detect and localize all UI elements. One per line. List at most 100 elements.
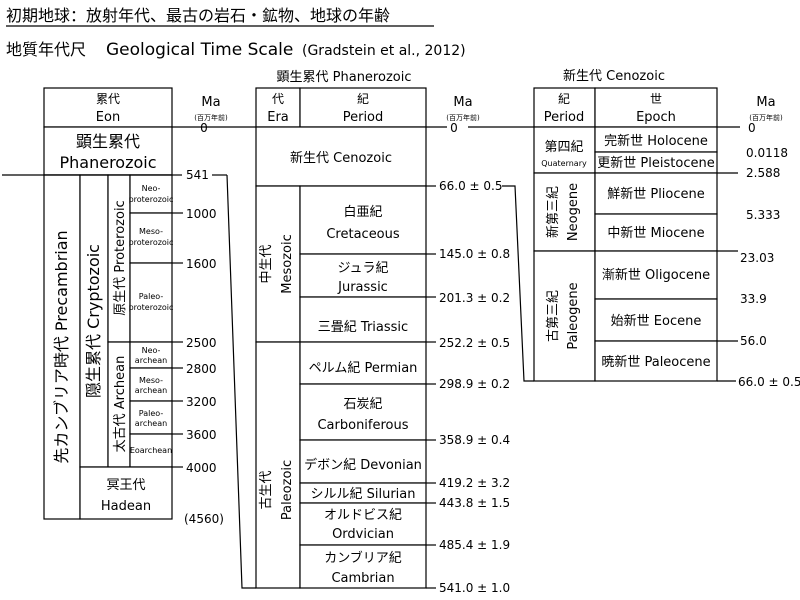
neoproterozoic-l2: proterozoic bbox=[129, 195, 174, 204]
neoarchean-cell bbox=[129, 341, 173, 369]
pliocene-cell bbox=[594, 172, 718, 215]
epoch-header-ja: 世 bbox=[650, 92, 662, 106]
right-ma-sub: (百万年前) bbox=[749, 113, 783, 122]
paleozoic-ja: 古生代 bbox=[259, 470, 274, 509]
pliocene-label: 鮮新世 Pliocene bbox=[607, 186, 705, 202]
period-header-ja-right: 紀 bbox=[558, 92, 570, 106]
phanerozoic-table: 顕生累代 Phanerozoic 代 Era 紀 Period 新生代 Ceno… bbox=[255, 70, 510, 595]
paleoproterozoic-cell bbox=[129, 262, 173, 343]
cryptozoic-label: 隠生累代 Cryptozoic bbox=[84, 244, 103, 398]
neoproterozoic-l1: Neo- bbox=[142, 184, 161, 193]
hadean-cell bbox=[79, 466, 173, 520]
right-ma-label: Ma bbox=[756, 95, 775, 110]
pleistocene-label: 更新世 Pleistocene bbox=[597, 155, 714, 171]
paleogene-cell bbox=[533, 250, 596, 382]
period-header-cell bbox=[299, 87, 427, 128]
carboniferous-en: Carboniferous bbox=[317, 418, 408, 433]
mesoproterozoic-l2: proterozoic bbox=[129, 238, 174, 247]
cretaceous-ja: 白亜紀 bbox=[343, 204, 382, 220]
middle-age-145: 145.0 ± 0.8 bbox=[439, 247, 510, 261]
mesoarchean-cell bbox=[129, 367, 173, 402]
carboniferous-cell bbox=[299, 383, 427, 441]
right-age-56: 56.0 bbox=[740, 334, 767, 348]
paleogene-ja: 古第三紀 bbox=[546, 290, 561, 342]
eoarchean-label: Eoarchean bbox=[130, 446, 172, 455]
oligocene-cell bbox=[594, 250, 718, 300]
left-age-0: 0 bbox=[200, 121, 208, 135]
ordovician-en: Ordvician bbox=[332, 527, 394, 542]
middle-age-298: 298.9 ± 0.2 bbox=[439, 377, 510, 391]
proterozoic-label: 原生代 Proterozoic bbox=[113, 200, 128, 315]
oligocene-label: 漸新世 Oligocene bbox=[602, 267, 710, 283]
left-age-1000: 1000 bbox=[186, 207, 217, 221]
left-age-1600: 1600 bbox=[186, 257, 217, 271]
phanerozoic-cell bbox=[43, 126, 173, 176]
devonian-label: デボン紀 Devonian bbox=[304, 457, 422, 473]
left-age-3200: 3200 bbox=[186, 395, 217, 409]
triassic-label: 三畳紀 Triassic bbox=[318, 320, 408, 335]
paleoproterozoic-l2: proterozoic bbox=[129, 303, 174, 312]
mesoproterozoic-cell bbox=[129, 212, 173, 264]
eocene-cell bbox=[594, 298, 718, 342]
right-age-2303: 23.03 bbox=[740, 251, 774, 265]
eon-table: 累代 Eon 顕生累代 Phanerozoic 先カンブリア時代 Precamb… bbox=[2, 87, 228, 526]
silurian-label: シルル紀 Silurian bbox=[310, 487, 415, 502]
middle-age-66: 66.0 ± 0.5 bbox=[439, 179, 503, 193]
mesozoic-en: Mesozoic bbox=[280, 234, 295, 293]
paleocene-cell bbox=[594, 340, 718, 382]
paleozoic-en: Paleozoic bbox=[280, 460, 295, 520]
jurassic-ja: ジュラ紀 bbox=[337, 261, 388, 276]
precambrian-label: 先カンブリア時代 Precambrian bbox=[52, 230, 71, 463]
phanerozoic-ja: 顕生累代 bbox=[76, 132, 140, 151]
subtitle-ref: (Gradstein et al., 2012) bbox=[302, 43, 466, 59]
eon-header-ja: 累代 bbox=[96, 92, 120, 106]
epoch-header-en: Epoch bbox=[636, 110, 676, 125]
cenozoic-top-label: 新生代 Cenozoic bbox=[563, 68, 665, 84]
neogene-ja: 新第三紀 bbox=[545, 186, 561, 238]
ordovician-cell bbox=[299, 502, 427, 546]
paleoarchean-l2: archean bbox=[135, 419, 167, 428]
paleogene-en: Paleogene bbox=[566, 282, 581, 349]
jurassic-en: Jurassic bbox=[337, 280, 388, 295]
connector-mid-bottom bbox=[502, 185, 534, 382]
paleoproterozoic-l1: Paleo- bbox=[139, 292, 164, 301]
middle-age-252: 252.2 ± 0.5 bbox=[439, 336, 510, 350]
mesoarchean-l2: archean bbox=[135, 386, 167, 395]
left-age-2800: 2800 bbox=[186, 362, 217, 376]
subtitle-ja: 地質年代尺 bbox=[6, 40, 86, 59]
left-ma-label: Ma bbox=[201, 95, 220, 110]
neoproterozoic-cell bbox=[129, 174, 173, 214]
jurassic-cell bbox=[299, 253, 427, 298]
middle-age-419: 419.2 ± 3.2 bbox=[439, 476, 510, 490]
phanerozoic-top-label: 顕生累代 Phanerozoic bbox=[277, 70, 412, 85]
mesoarchean-l1: Meso- bbox=[139, 376, 163, 385]
hadean-en: Hadean bbox=[101, 499, 151, 514]
neoarchean-l2: archean bbox=[135, 356, 167, 365]
right-age-5333: 5.333 bbox=[746, 208, 780, 222]
period-header-en: Period bbox=[343, 110, 384, 125]
middle-age-201: 201.3 ± 0.2 bbox=[439, 291, 510, 305]
middle-age-0: 0 bbox=[450, 121, 458, 135]
archean-label: 太古代 Archean bbox=[113, 356, 128, 453]
page-title: 初期地球：放射年代、最古の岩石・鉱物、地球の年齢 bbox=[6, 6, 390, 25]
cambrian-cell bbox=[299, 544, 427, 589]
mesoproterozoic-l1: Meso- bbox=[139, 227, 163, 236]
mesozoic-ja: 中生代 bbox=[259, 244, 274, 283]
left-age-541: 541 bbox=[186, 168, 209, 182]
paleocene-label: 暁新世 Paleocene bbox=[601, 354, 710, 370]
left-age-4000: 4000 bbox=[186, 461, 217, 475]
quaternary-en: Quaternary bbox=[541, 159, 587, 168]
neogene-cell bbox=[533, 172, 596, 252]
paleozoic-cell bbox=[255, 341, 301, 589]
middle-ma-sub: (百万年前) bbox=[446, 113, 480, 122]
permian-cell bbox=[299, 341, 427, 385]
middle-age-485: 485.4 ± 1.9 bbox=[439, 538, 510, 552]
left-ma-sub: (百万年前) bbox=[194, 113, 228, 122]
phanerozoic-en: Phanerozoic bbox=[59, 153, 156, 172]
right-age-339: 33.9 bbox=[740, 292, 767, 306]
right-age-0-0118: 0.0118 bbox=[746, 146, 788, 160]
permian-label: ペルム紀 Permian bbox=[309, 361, 418, 376]
devonian-cell bbox=[299, 439, 427, 484]
era-header-ja: 代 bbox=[272, 92, 284, 106]
eon-header-en: Eon bbox=[96, 110, 120, 125]
